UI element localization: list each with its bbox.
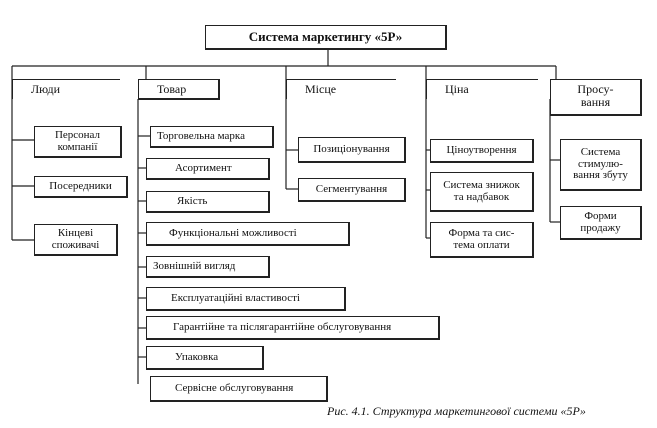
- people-item-end-consumers-label: Кінцеві споживачі: [51, 226, 100, 251]
- product-item-service-label: Сервісне обслуговування: [175, 381, 294, 394]
- product-item-brand-label: Торговельна марка: [157, 129, 245, 142]
- category-promotion: Просу- вання: [550, 79, 642, 116]
- figure-caption: Рис. 4.1. Структура маркетингової систем…: [327, 404, 586, 418]
- root-label: Система маркетингу «5Р»: [248, 29, 403, 45]
- promotion-item-sales-promotion-label: Система стимулю- вання збуту: [573, 146, 628, 182]
- product-item-functionality: Функціональні можливості: [146, 222, 350, 246]
- people-item-end-consumers: Кінцеві споживачі: [34, 224, 118, 256]
- product-item-quality-label: Якість: [177, 194, 208, 207]
- product-item-packaging: Упаковка: [146, 346, 264, 370]
- product-item-quality: Якість: [146, 191, 270, 213]
- category-product: Товар: [138, 79, 220, 100]
- promotion-item-sales-promotion: Система стимулю- вання збуту: [560, 139, 642, 191]
- product-item-packaging-label: Упаковка: [175, 350, 219, 363]
- product-item-operational-properties-label: Експлуатаційні властивості: [171, 291, 300, 304]
- category-promotion-label: Просу- вання: [577, 82, 614, 109]
- category-place-label: Місце: [305, 82, 337, 96]
- place-item-segmentation-label: Сегментування: [315, 182, 388, 195]
- place-item-positioning: Позиціонування: [298, 137, 406, 163]
- product-item-appearance: Зовнішній вигляд: [146, 256, 270, 278]
- category-product-label: Товар: [157, 81, 187, 96]
- product-item-warranty-service: Гарантійне та післягарантійне обслуговув…: [146, 316, 440, 340]
- category-people-label: Люди: [31, 82, 61, 96]
- category-price-label: Ціна: [445, 82, 469, 96]
- product-item-warranty-service-label: Гарантійне та післягарантійне обслуговув…: [173, 320, 392, 333]
- product-item-assortment-label: Асортимент: [175, 161, 232, 174]
- people-item-intermediaries-label: Посередники: [49, 179, 112, 192]
- price-item-discounts: Система знижок та надбавок: [430, 172, 534, 212]
- price-item-pricing-label: Ціноутворення: [446, 143, 517, 156]
- price-item-pricing: Ціноутворення: [430, 139, 534, 163]
- promotion-item-sales-forms-label: Форми продажу: [580, 209, 621, 234]
- category-price: Ціна: [426, 79, 538, 99]
- category-place: Місце: [286, 79, 396, 99]
- people-item-staff-label: Персонал компанії: [54, 128, 101, 153]
- people-item-staff: Персонал компанії: [34, 126, 122, 158]
- product-item-appearance-label: Зовнішній вигляд: [153, 259, 236, 272]
- product-item-brand: Торговельна марка: [150, 126, 274, 148]
- place-item-positioning-label: Позиціонування: [313, 142, 390, 155]
- people-item-intermediaries: Посередники: [34, 176, 128, 198]
- category-people: Люди: [12, 79, 120, 99]
- product-item-assortment: Асортимент: [146, 158, 270, 180]
- promotion-item-sales-forms: Форми продажу: [560, 206, 642, 240]
- root-node: Система маркетингу «5Р»: [205, 25, 447, 50]
- place-item-segmentation: Сегментування: [298, 178, 406, 202]
- product-item-functionality-label: Функціональні можливості: [169, 226, 297, 239]
- price-item-payment-label: Форма та сис- тема оплати: [448, 226, 515, 251]
- price-item-discounts-label: Система знижок та надбавок: [443, 178, 520, 203]
- product-item-operational-properties: Експлуатаційні властивості: [146, 287, 346, 311]
- price-item-payment: Форма та сис- тема оплати: [430, 222, 534, 258]
- product-item-service: Сервісне обслуговування: [150, 376, 328, 402]
